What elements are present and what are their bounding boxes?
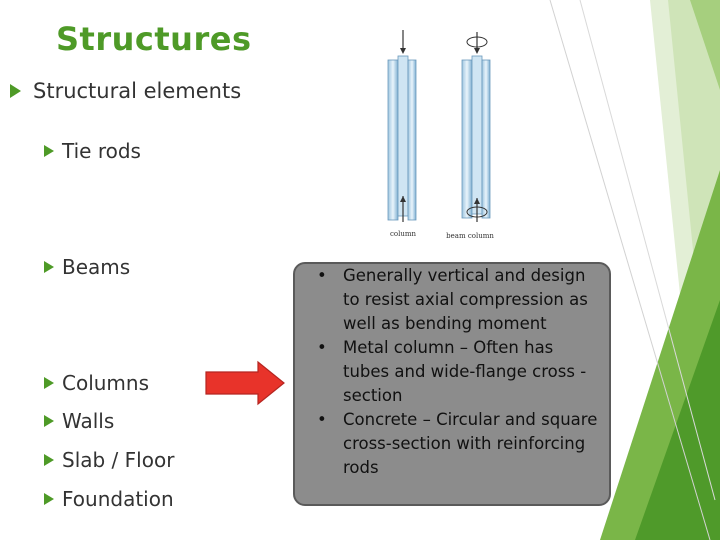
bullet-triangle-icon [44, 261, 54, 273]
callout-bullet: Concrete – Circular and square cross-sec… [305, 408, 603, 480]
bullet-triangle-icon [10, 84, 21, 98]
sub-item-walls: Walls [44, 409, 114, 433]
right-arrow-icon [205, 360, 285, 406]
column-caption: column [390, 230, 417, 238]
callout-bullet: Metal column – Often has tubes and wide-… [305, 336, 603, 408]
decorative-shapes [549, 0, 720, 540]
slide-title: Structures [56, 20, 252, 58]
sub-item-label: Slab / Floor [62, 448, 175, 472]
columns-description-callout: Generally vertical and design to resist … [293, 262, 611, 506]
sub-item-label: Walls [62, 409, 115, 433]
sub-item-label: Tie rods [62, 139, 141, 163]
sub-item-tie-rods: Tie rods [44, 139, 141, 163]
sub-item-slab-floor: Slab / Floor [44, 448, 174, 472]
sub-item-label: Columns [62, 371, 150, 395]
bullet-triangle-icon [44, 145, 54, 157]
bullet-triangle-icon [44, 377, 54, 389]
beam-column-caption: beam column [446, 232, 494, 240]
column-figure [387, 30, 417, 222]
bullet-triangle-icon [44, 454, 54, 466]
callout-bullet: Generally vertical and design to resist … [305, 264, 603, 336]
main-bullet-text: Structural elements [33, 79, 242, 103]
main-bullet: Structural elements [10, 79, 241, 103]
sub-item-beams: Beams [44, 255, 130, 279]
callout-bullet-list: Generally vertical and design to resist … [305, 264, 603, 480]
bullet-triangle-icon [44, 415, 54, 427]
sub-item-label: Foundation [62, 487, 174, 511]
beam-column-figure [461, 32, 491, 222]
sub-item-columns: Columns [44, 371, 149, 395]
sub-item-label: Beams [62, 255, 131, 279]
sub-item-foundation: Foundation [44, 487, 174, 511]
column-diagram: column beam column [387, 30, 494, 240]
bullet-triangle-icon [44, 493, 54, 505]
